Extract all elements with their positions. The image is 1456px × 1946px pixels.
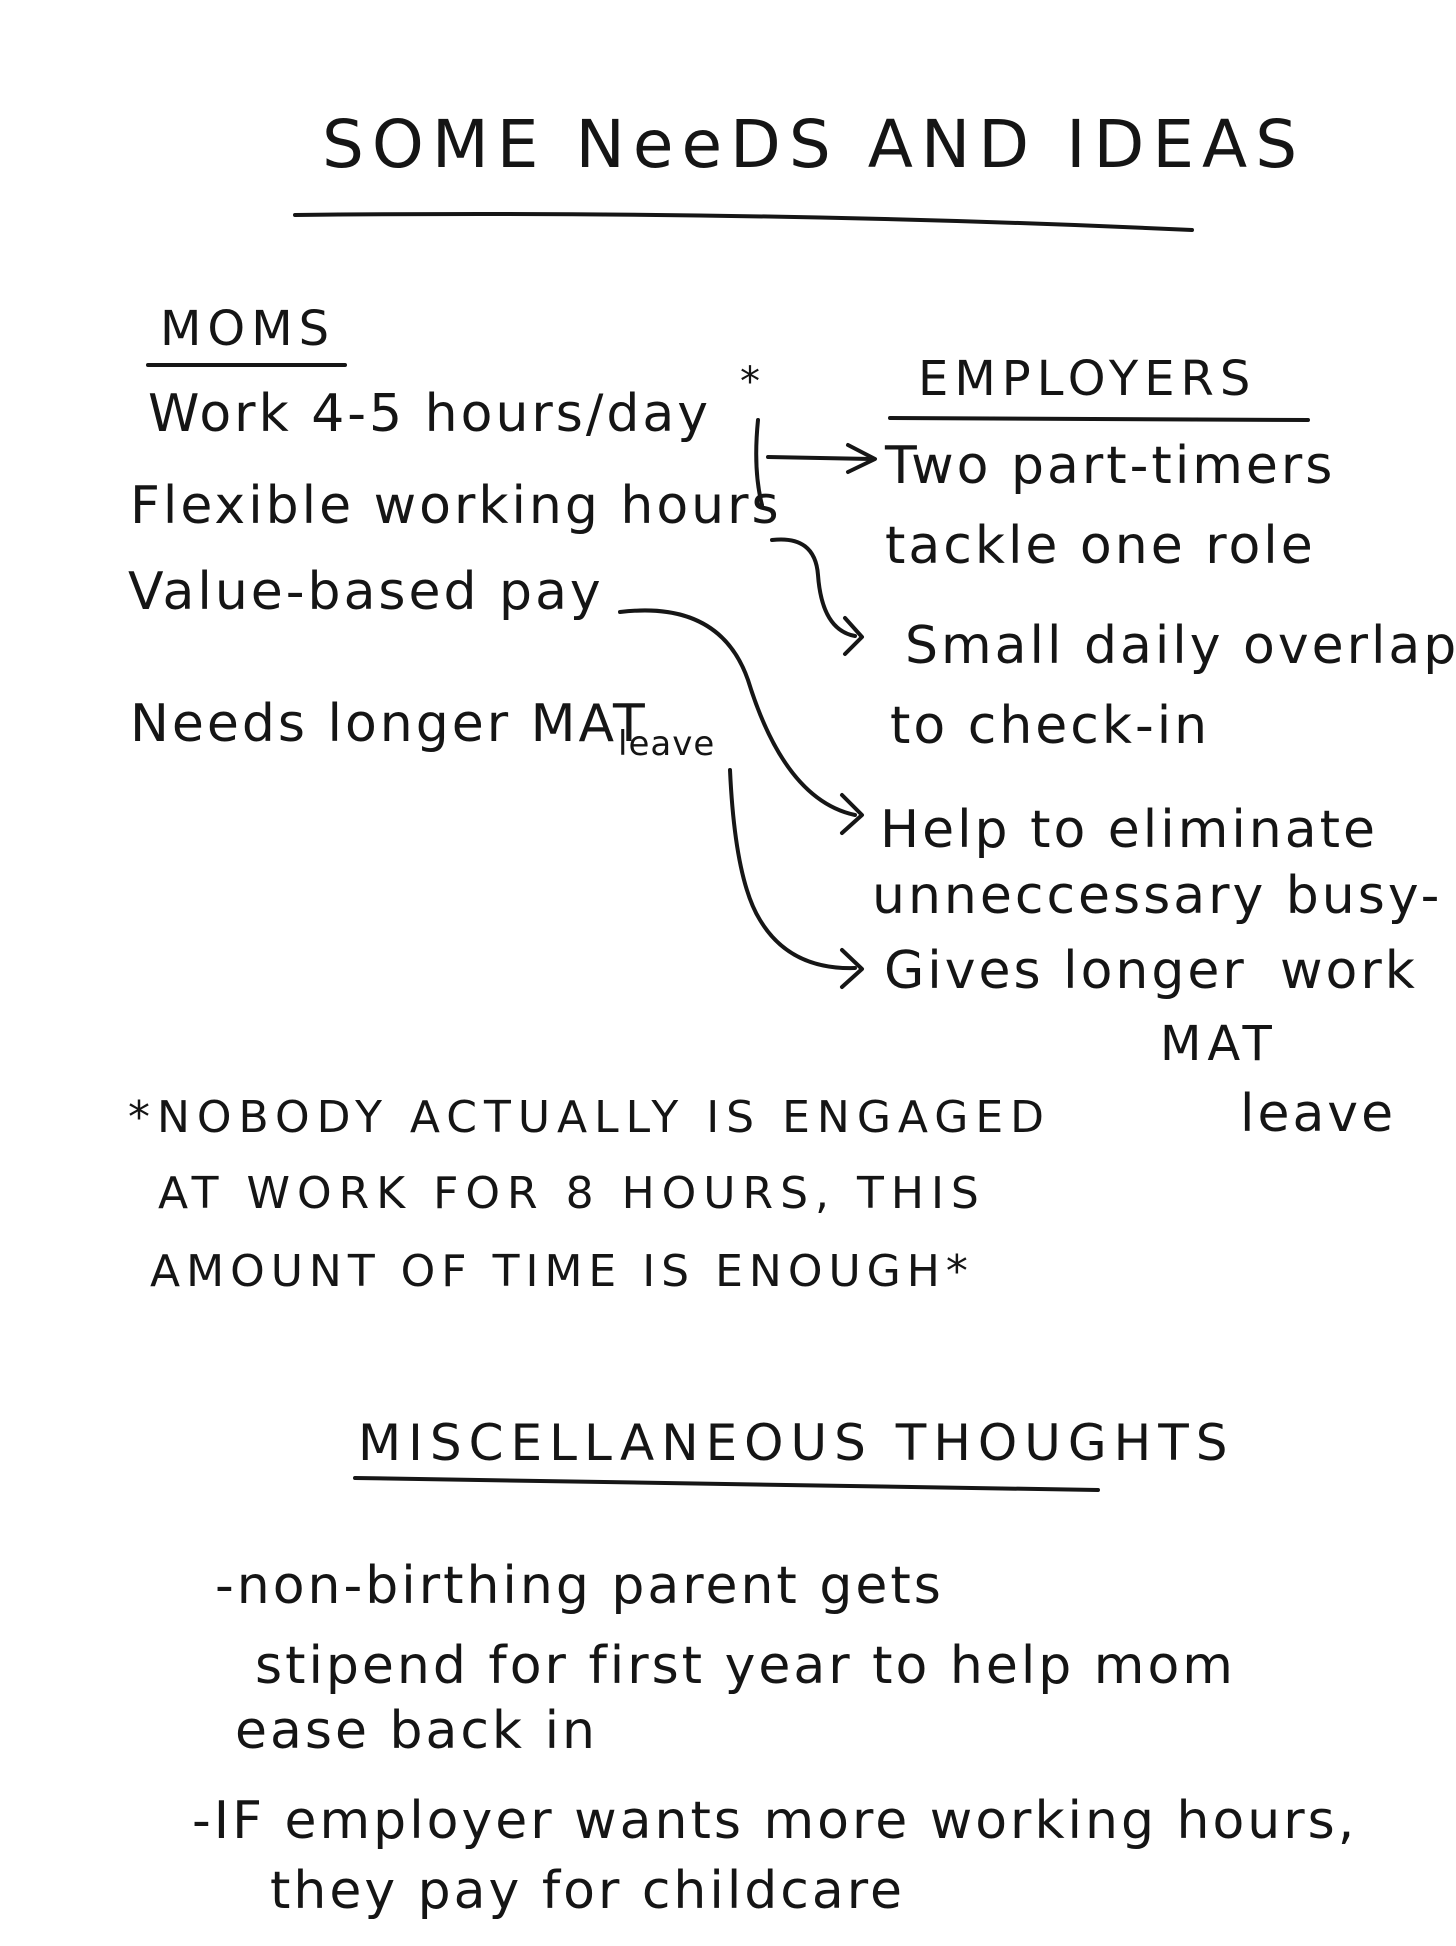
- moms-item-flexible-hours: Flexible working hours: [130, 476, 782, 536]
- misc-line-3: ease back in: [235, 1701, 598, 1761]
- footnote-line-1: *NOBODY ACTUALLY IS ENGAGED: [128, 1092, 1052, 1143]
- moms-item-work-hours: Work 4-5 hours/day: [148, 384, 712, 444]
- footnote-line-3: AMOUNT OF TIME IS ENOUGH*: [150, 1246, 974, 1297]
- arrowhead-value-pay: [840, 793, 864, 835]
- employers-line-check-in: to check-in: [890, 696, 1211, 756]
- moms-leave-subscript: leave: [618, 724, 716, 764]
- employers-line-leave: leave: [1240, 1084, 1397, 1144]
- employers-heading: EMPLOYERS: [918, 351, 1257, 407]
- title-underline: [293, 212, 1194, 232]
- misc-line-1: -non-birthing parent gets: [215, 1556, 944, 1616]
- arrow-mat-leave: [728, 768, 857, 971]
- arrowhead-flexible-hours: [843, 616, 864, 656]
- employers-line-two-part-timers: Two part-timers: [885, 436, 1336, 496]
- moms-item-value-pay: Value-based pay: [128, 562, 604, 622]
- page-title: SOME NeeDS AND IDEAS: [322, 106, 1306, 183]
- employers-underline: [888, 416, 1310, 422]
- employers-line-tackle-role: tackle one role: [885, 516, 1316, 576]
- employers-line-small-overlap: Small daily overlap: [905, 616, 1456, 676]
- footnote-line-2: AT WORK FOR 8 HOURS, THIS: [158, 1168, 986, 1219]
- arrowhead-work-hours: [846, 443, 877, 474]
- misc-line-2: stipend for first year to help mom: [255, 1636, 1236, 1696]
- misc-underline: [353, 1476, 1100, 1492]
- employers-line-unnecessary-busy: unneccessary busy-: [872, 866, 1443, 926]
- employers-line-mat: MAT: [1160, 1016, 1278, 1072]
- employers-line-gives-longer: Gives longer: [884, 941, 1247, 1001]
- arrow-value-pay: [618, 608, 857, 817]
- asterisk-mark: *: [740, 359, 763, 405]
- misc-line-4: -IF employer wants more working hours,: [192, 1791, 1358, 1851]
- misc-line-5: they pay for childcare: [270, 1861, 905, 1921]
- moms-item-mat-leave: Needs longer MAT: [130, 694, 648, 754]
- arrowhead-mat-leave: [840, 948, 864, 989]
- employers-line-eliminate: Help to eliminate: [880, 800, 1379, 860]
- employers-line-work: work: [1280, 941, 1418, 1001]
- moms-heading: MOMS: [160, 301, 336, 357]
- misc-heading: MISCELLANEOUS THOUGHTS: [358, 1414, 1235, 1472]
- arrow-flexible-hours: [770, 537, 857, 638]
